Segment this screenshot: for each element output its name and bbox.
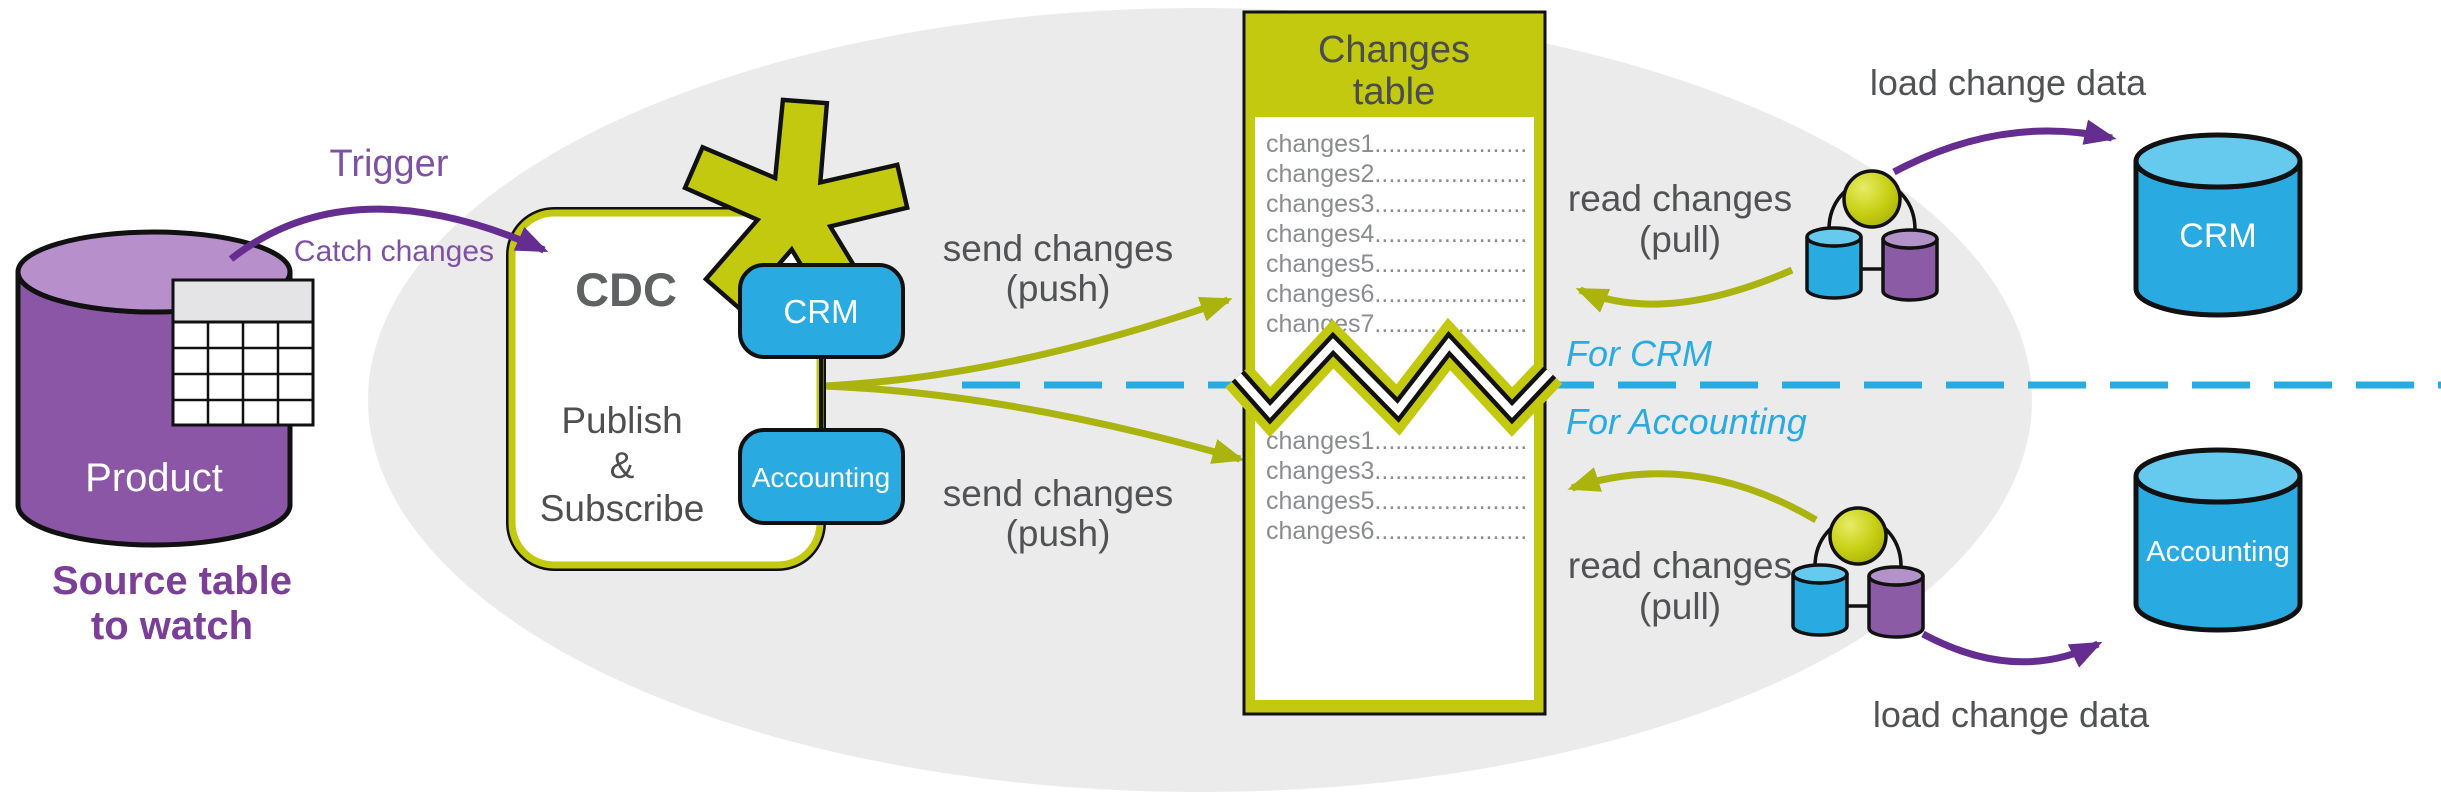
trigger-arrow [228, 205, 549, 262]
load-change-data-top-label: load change data [1870, 62, 2147, 103]
load-change-data-arrow-crm [1892, 119, 2117, 176]
changes-table-title-line1: Changes [1318, 29, 1470, 71]
table-row: changes5...................... [1266, 487, 1527, 515]
table-row: changes3...................... [1266, 190, 1527, 218]
crm-database: CRM [2133, 132, 2303, 318]
cdc-subtitle-line2: & [610, 445, 635, 486]
cdc-title: CDC [575, 263, 677, 316]
zigzag-tear-divider [1225, 317, 1563, 438]
send-changes-bottom-line2: (push) [1006, 513, 1111, 554]
table-row: changes7...................... [1266, 310, 1527, 338]
accounting-database-label: Accounting [2146, 536, 2290, 568]
for-crm-label: For CRM [1566, 333, 1712, 374]
accounting-subscriber-label: Accounting [752, 462, 891, 493]
for-accounting-label: For Accounting [1566, 401, 1807, 442]
accounting-subscriber-button [738, 428, 905, 525]
send-changes-top-line2: (push) [1006, 268, 1111, 309]
changes-table: Changes table changes1..................… [1225, 10, 1563, 716]
source-table-icon [171, 278, 315, 427]
send-changes-arrow-crm [822, 296, 1233, 390]
table-row: changes5...................... [1266, 250, 1527, 278]
send-changes-arrow-accounting [822, 382, 1245, 464]
read-changes-top-line2: (pull) [1639, 219, 1721, 260]
table-row: changes2...................... [1266, 160, 1527, 188]
trigger-label: Trigger [330, 143, 449, 185]
changes-rows-bottom: changes1...................... changes3.… [1266, 427, 1527, 545]
changes-table-title-line2: table [1353, 71, 1435, 113]
cdc-subtitle-line1: Publish [561, 400, 682, 441]
send-changes-top-line1: send changes [943, 228, 1173, 269]
source-database-label: Product [85, 456, 223, 500]
source-caption-line1: Source table [52, 559, 292, 603]
accounting-database: Accounting [2133, 447, 2303, 633]
load-change-data-arrow-accounting [1921, 630, 2103, 668]
read-changes-arrow-accounting [1567, 467, 1818, 524]
crm-database-label: CRM [2179, 217, 2256, 255]
changes-rows-top: changes1...................... changes2.… [1266, 130, 1527, 338]
table-row: changes6...................... [1266, 517, 1527, 545]
catch-changes-label: Catch changes [294, 235, 494, 268]
table-row: changes1...................... [1266, 130, 1527, 158]
send-changes-bottom-line1: send changes [943, 473, 1173, 514]
read-changes-arrow-crm [1575, 266, 1794, 313]
source-caption-line2: to watch [91, 604, 253, 648]
read-changes-bottom-line2: (pull) [1639, 586, 1721, 627]
table-row: changes6...................... [1266, 280, 1527, 308]
crm-subscriber-button [738, 263, 905, 359]
cdc-subtitle-line3: Subscribe [540, 488, 705, 529]
load-change-data-bottom-label: load change data [1873, 694, 2150, 735]
table-row: changes4...................... [1266, 220, 1527, 248]
read-changes-top-line1: read changes [1568, 178, 1792, 219]
crm-subscriber-label: CRM [783, 293, 858, 330]
table-row: changes3...................... [1266, 457, 1527, 485]
read-changes-bottom-line1: read changes [1568, 545, 1792, 586]
